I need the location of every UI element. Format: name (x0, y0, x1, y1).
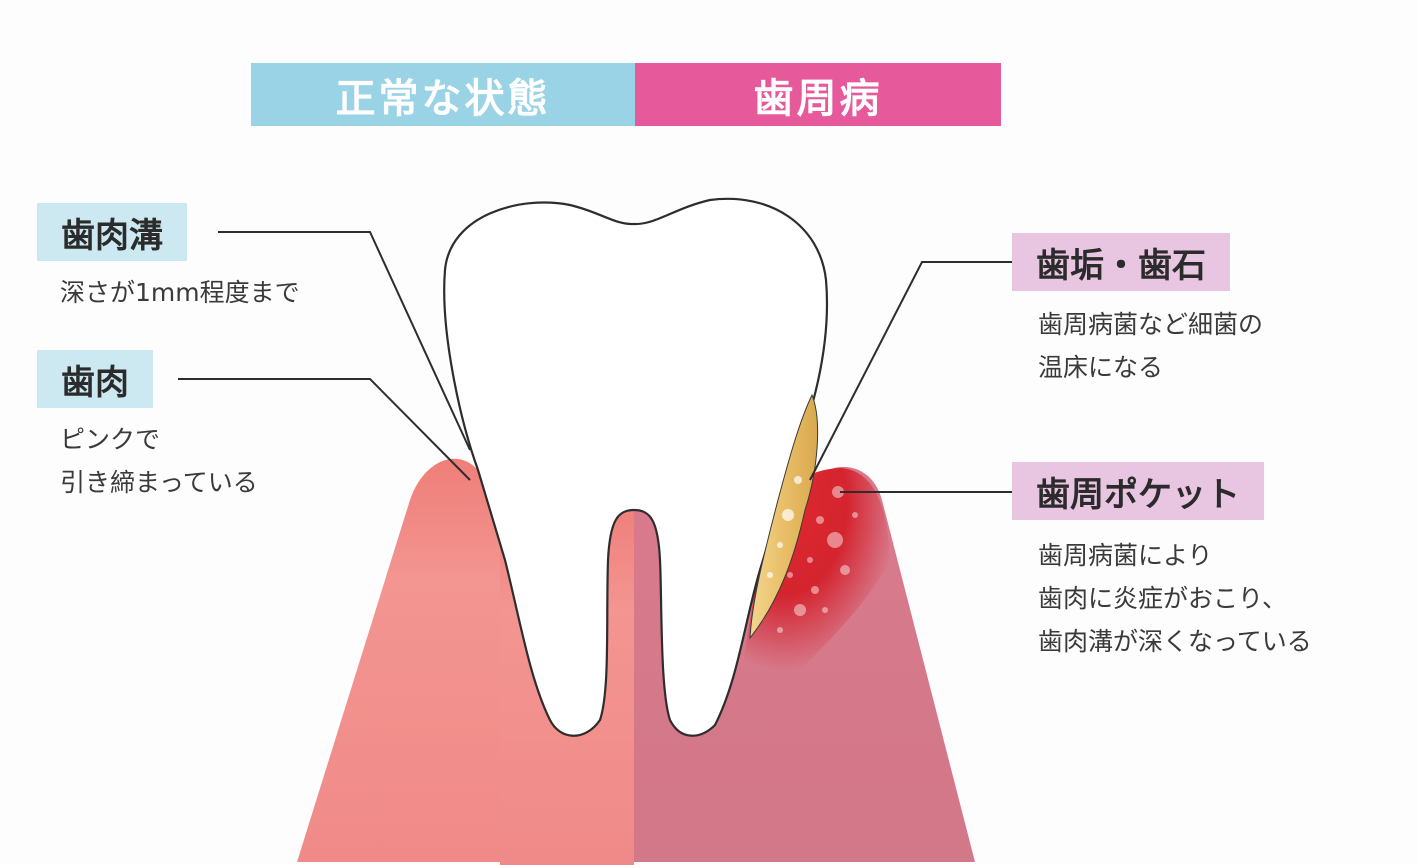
comparison-header: 正常な状態 歯周病 (251, 63, 1001, 126)
tooth-outline (443, 197, 829, 737)
desc-periodontal-pocket: 歯周病菌により 歯肉に炎症がおこり、 歯肉溝が深くなっている (1038, 541, 1312, 656)
desc-plaque-tartar: 歯周病菌など細菌の 温床になる (1038, 310, 1264, 382)
label-gum: 歯肉 (37, 350, 153, 408)
leader-lines (178, 231, 1012, 493)
label-periodontal-pocket: 歯周ポケット (1012, 462, 1264, 520)
header-normal-state: 正常な状態 (251, 63, 635, 126)
label-gingival-sulcus: 歯肉溝 (37, 203, 187, 261)
header-periodontal-disease: 歯周病 (635, 63, 1001, 126)
desc-gum: ピンクで 引き締まっている (60, 425, 258, 497)
desc-gingival-sulcus: 深さが1mm程度まで (60, 278, 300, 307)
label-plaque-tartar: 歯垢・歯石 (1012, 233, 1230, 291)
